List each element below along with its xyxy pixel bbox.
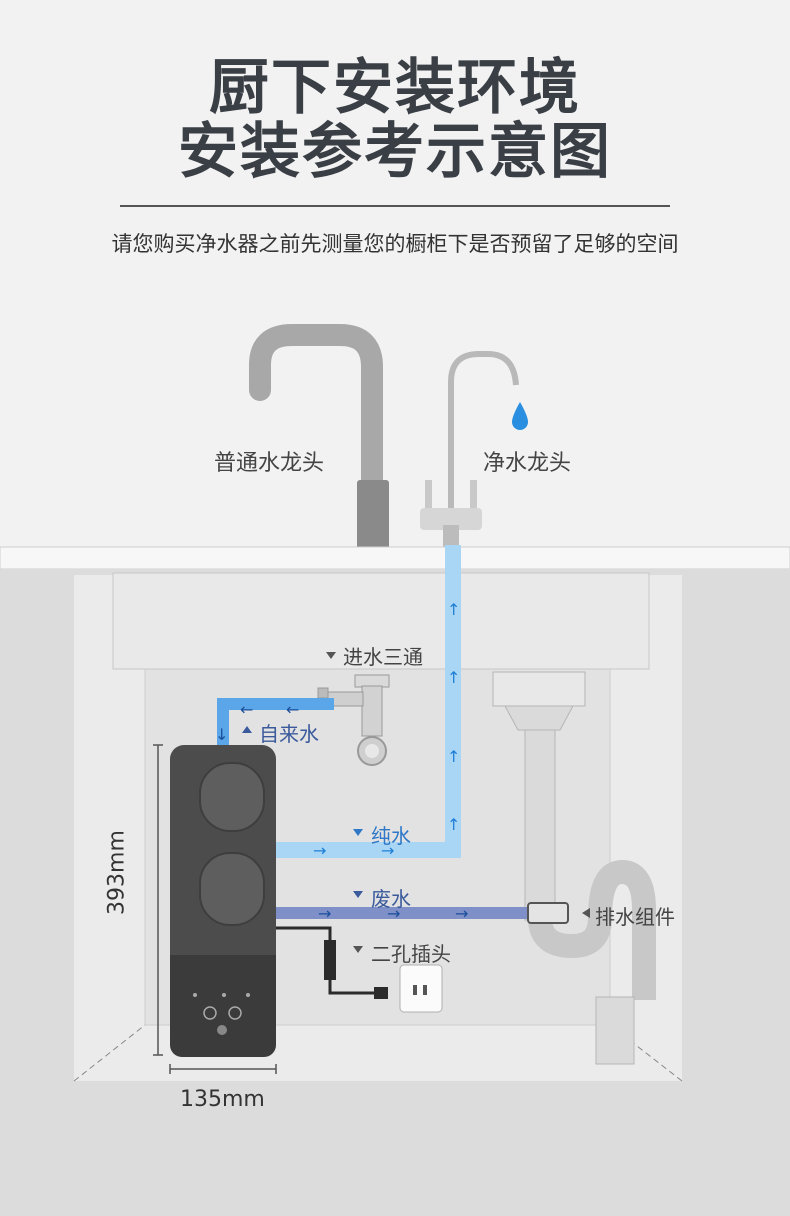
svg-text:→: → xyxy=(313,841,326,860)
regular-faucet xyxy=(249,324,383,556)
power-plug xyxy=(374,987,388,999)
drain-trap xyxy=(528,859,656,1000)
svg-text:→: → xyxy=(381,841,394,860)
svg-text:→: → xyxy=(455,904,468,923)
filter-cartridge-1 xyxy=(199,762,265,832)
svg-text:→: → xyxy=(387,904,400,923)
regular-faucet-base xyxy=(357,480,389,550)
tee-valve-top xyxy=(354,674,390,688)
sink-basin xyxy=(112,572,650,670)
pure-faucet-handle-left xyxy=(425,480,432,510)
tee-valve-handle xyxy=(317,687,329,699)
tap-water-pipe xyxy=(217,698,334,748)
power-adapter xyxy=(324,940,336,980)
label-pure-water: 纯水 xyxy=(371,824,411,848)
drain-outlet xyxy=(595,996,635,1065)
label-plug: 二孔插头 xyxy=(371,942,451,966)
water-drop-icon xyxy=(512,402,528,430)
pure-faucet-stem xyxy=(443,525,459,547)
title-divider xyxy=(120,205,670,207)
pure-faucet-neck xyxy=(448,351,519,510)
drain-funnel xyxy=(504,705,574,731)
svg-text:↑: ↑ xyxy=(447,600,460,619)
label-width: 135mm xyxy=(180,1087,265,1112)
drain-cap xyxy=(492,671,586,707)
label-pure-faucet: 净水龙头 xyxy=(483,451,572,476)
label-tee-valve: 进水三通 xyxy=(343,645,423,669)
title-line-1: 厨下安装环境 xyxy=(209,53,581,123)
subtitle: 请您购买净水器之前先测量您的橱柜下是否预留了足够的空间 xyxy=(111,232,679,256)
purifier-base xyxy=(170,955,276,1057)
label-regular-faucet: 普通水龙头 xyxy=(214,451,325,476)
svg-text:↑: ↑ xyxy=(447,668,460,687)
wall-socket xyxy=(399,964,443,1013)
countertop xyxy=(0,546,790,570)
title-line-2: 安装参考示意图 xyxy=(178,117,612,187)
tee-valve-body xyxy=(361,685,383,737)
svg-text:←: ← xyxy=(240,700,253,719)
svg-text:←: ← xyxy=(286,700,299,719)
label-waste-water: 废水 xyxy=(371,887,411,911)
drain-pipe xyxy=(524,729,556,921)
drain-clamp xyxy=(527,902,569,924)
filter-cartridge-2 xyxy=(199,852,265,926)
svg-text:↓: ↓ xyxy=(215,725,228,744)
label-tap-water: 自来水 xyxy=(259,722,319,746)
pure-faucet-handle-right xyxy=(470,480,477,510)
svg-text:→: → xyxy=(318,904,331,923)
pure-faucet-body xyxy=(420,508,482,530)
svg-text:↑: ↑ xyxy=(447,815,460,834)
label-drain: 排水组件 xyxy=(595,905,675,929)
svg-text:↑: ↑ xyxy=(447,747,460,766)
label-height: 393mm xyxy=(104,830,130,915)
pure-water-pipe xyxy=(275,545,461,858)
